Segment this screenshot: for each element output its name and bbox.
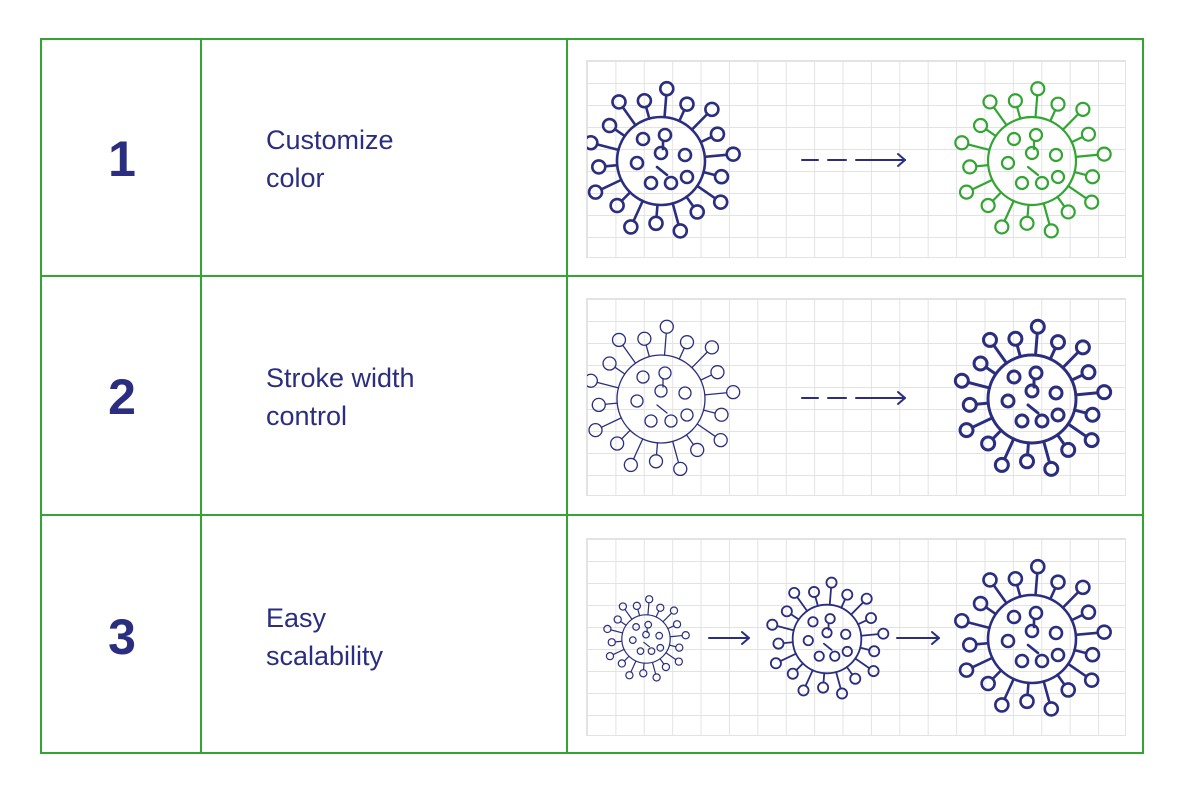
virus-icon xyxy=(766,576,890,700)
column-divider xyxy=(200,40,202,752)
dashed-arrow-icon xyxy=(801,391,906,405)
dashed-arrow-icon xyxy=(801,153,906,167)
arrow-icon xyxy=(896,631,940,645)
arrow-icon xyxy=(708,631,750,645)
virus-icon xyxy=(954,81,1112,239)
illustration-panel xyxy=(586,298,1126,496)
features-table: 1 Customize color 2 Stroke width control… xyxy=(40,38,1144,754)
virus-icon xyxy=(954,558,1112,717)
feature-label: Stroke width control xyxy=(266,278,566,515)
row-number: 1 xyxy=(108,130,136,187)
virus-icon xyxy=(587,319,741,477)
row-divider xyxy=(42,514,1142,516)
feature-label: Easy scalability xyxy=(266,518,566,755)
feature-row-1: 1 Customize color xyxy=(42,40,1142,277)
feature-label: Customize color xyxy=(266,40,566,277)
virus-icon xyxy=(953,318,1113,477)
feature-label-text: Easy scalability xyxy=(266,602,384,671)
column-divider xyxy=(566,40,568,752)
virus-icon xyxy=(603,595,690,682)
illustration-panel xyxy=(586,60,1126,258)
row-number: 3 xyxy=(108,608,136,665)
feature-label-text: Stroke width control xyxy=(266,362,415,431)
feature-label-text: Customize color xyxy=(266,124,394,193)
feature-row-3: 3 Easy scalability xyxy=(42,518,1142,755)
illustration-panel xyxy=(586,538,1126,736)
row-divider xyxy=(42,275,1142,277)
row-number: 2 xyxy=(108,368,136,425)
virus-icon xyxy=(587,80,741,239)
feature-row-2: 2 Stroke width control xyxy=(42,278,1142,515)
